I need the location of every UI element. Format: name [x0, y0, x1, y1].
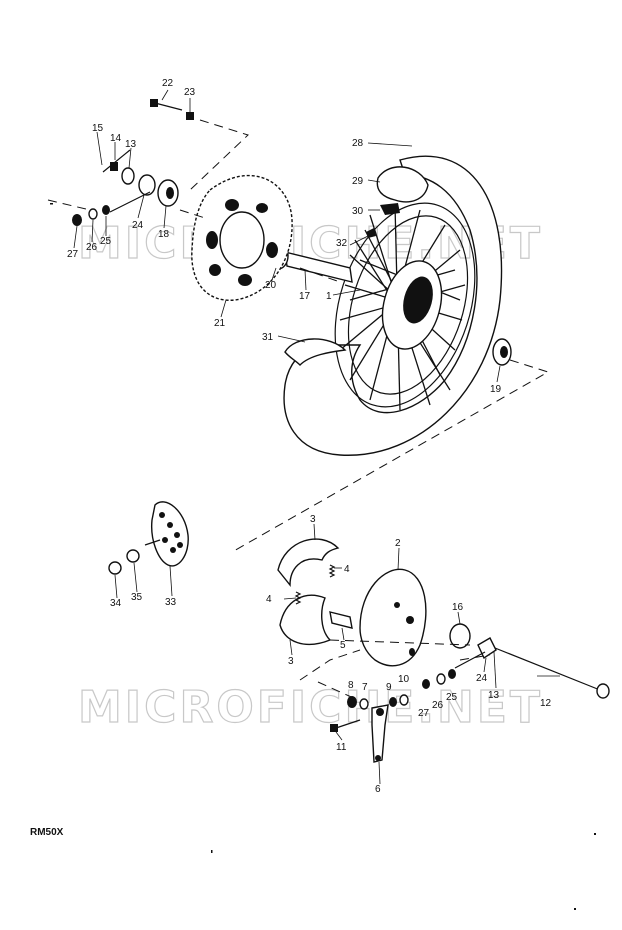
label-19: 19	[490, 384, 502, 395]
rear-sprocket	[191, 174, 293, 301]
label-30: 30	[352, 206, 364, 217]
sprocket-hardware	[72, 99, 194, 226]
label-8: 8	[348, 680, 354, 691]
label-32: 32	[336, 238, 348, 249]
label-28: 28	[352, 138, 364, 149]
scan-specks	[50, 203, 596, 910]
label-18: 18	[158, 229, 170, 240]
label-27b: 27	[418, 708, 430, 719]
label-10: 10	[398, 674, 410, 685]
rim-lock	[380, 203, 400, 215]
label-4a: 4	[344, 564, 350, 575]
label-13b: 13	[488, 690, 500, 701]
label-27a: 27	[67, 249, 79, 260]
label-29: 29	[352, 176, 364, 187]
label-22: 22	[162, 78, 174, 89]
label-35: 35	[131, 592, 143, 603]
label-13a: 13	[125, 139, 137, 150]
label-4b: 4	[266, 594, 272, 605]
label-20: 20	[265, 280, 277, 291]
hub-center	[403, 276, 433, 324]
label-1: 1	[326, 291, 332, 302]
brake-panel-cover	[108, 501, 189, 575]
label-3b: 3	[288, 656, 294, 667]
label-15: 15	[92, 123, 104, 134]
label-21: 21	[214, 318, 226, 329]
upper-leader-lines	[47, 119, 550, 553]
rear-wheel-assembly	[267, 155, 512, 456]
label-6: 6	[375, 784, 381, 795]
label-24a: 24	[132, 220, 144, 231]
model-code: RM50X	[30, 827, 64, 838]
lower-leader-lines	[299, 639, 491, 701]
rim-band	[284, 338, 347, 366]
label-17: 17	[299, 291, 311, 302]
label-leaders	[73, 89, 560, 785]
tube	[376, 166, 429, 203]
label-34: 34	[110, 598, 122, 609]
brake-cam-lever	[330, 694, 409, 763]
label-14: 14	[110, 133, 122, 144]
label-9: 9	[386, 682, 392, 693]
label-26a: 26	[86, 242, 98, 253]
label-12: 12	[540, 698, 552, 709]
label-24b: 24	[476, 673, 488, 684]
watermark-lower: MICROFICHE.NET	[78, 682, 543, 733]
part-labels: 22 23 15 14 13 24 18 27 26 25 20 17 21 2…	[67, 78, 552, 795]
label-25b: 25	[446, 692, 458, 703]
brake-shoes	[277, 538, 353, 646]
label-16: 16	[452, 602, 464, 613]
axle-hardware	[422, 623, 610, 699]
label-33: 33	[165, 597, 177, 608]
label-11: 11	[336, 742, 347, 753]
label-31: 31	[262, 332, 274, 343]
rim	[334, 202, 476, 408]
label-5: 5	[340, 640, 346, 651]
brake-panel	[359, 568, 427, 667]
label-7: 7	[362, 682, 368, 693]
label-25a: 25	[100, 236, 112, 247]
label-3a: 3	[310, 514, 316, 525]
spoke-nipple	[366, 228, 376, 238]
label-26b: 26	[432, 700, 444, 711]
label-2: 2	[395, 538, 401, 549]
label-23: 23	[184, 87, 196, 98]
